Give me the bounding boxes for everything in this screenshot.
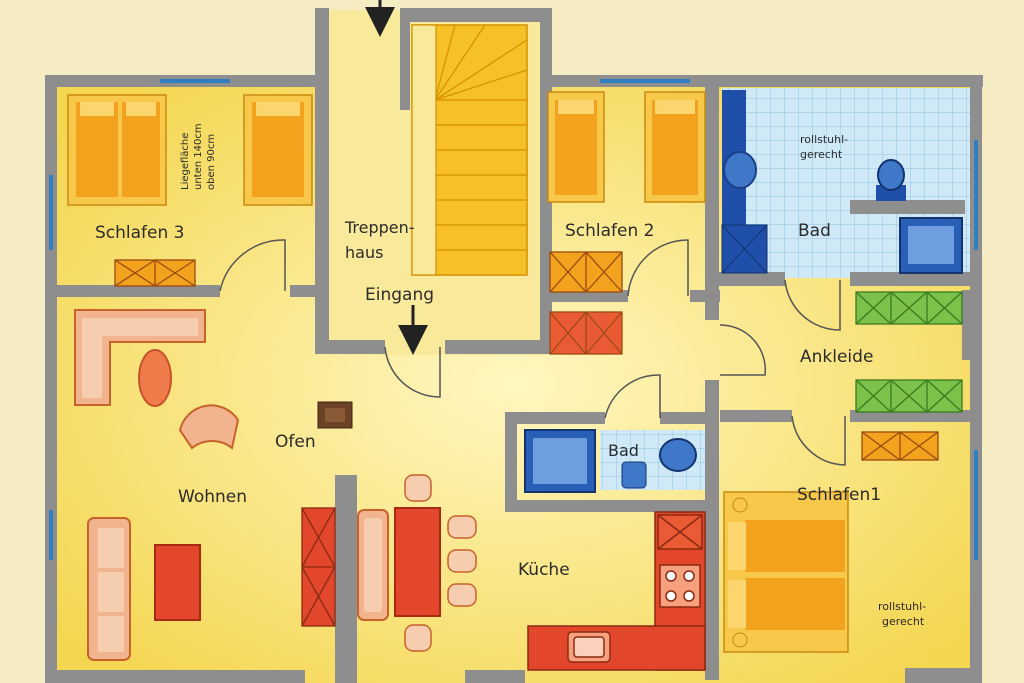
small-toilet-icon (621, 461, 647, 489)
living-table (154, 544, 201, 621)
bunk-note: Liegefläche unten 140cm oben 90cm (180, 123, 217, 190)
bath-accessible-note-1: rollstuhl- (800, 133, 848, 146)
windows (49, 79, 978, 560)
chair (447, 583, 477, 607)
room-label-wohnen: Wohnen (178, 487, 247, 507)
room-label-bad-main: Bad (798, 221, 831, 241)
room-label-kueche: Küche (518, 560, 570, 580)
beds (67, 91, 849, 653)
armchair (178, 404, 240, 450)
kitchen-counter (527, 511, 706, 671)
bed-schlafen3-bunk (67, 94, 167, 206)
coffee-table (138, 349, 172, 407)
bed-schlafen2-right (644, 91, 706, 203)
bed-schlafen3-single (243, 94, 313, 206)
bunk-note-line3: oben 90cm (206, 134, 217, 190)
room-label-ofen: Ofen (275, 432, 316, 452)
main-bathroom-fixtures (721, 90, 963, 274)
room-label-bad-small: Bad (608, 441, 639, 460)
wardrobe-ankleide-top (855, 291, 963, 325)
chair (447, 515, 477, 539)
bed-schlafen1-double (723, 491, 849, 653)
bed-schlafen2-left (547, 91, 605, 203)
bunk-note-line1: Liegefläche (180, 133, 191, 190)
cabinet-hall (549, 311, 623, 355)
toilet-icon (876, 159, 906, 201)
wardrobe-ankleide-bottom (855, 379, 963, 413)
small-washbasin-icon (659, 438, 697, 472)
wardrobe-schlafen3 (114, 259, 196, 287)
wardrobes (114, 251, 963, 461)
room-label-schlafen3: Schlafen 3 (95, 223, 185, 243)
bedroom-accessible-note-2: gerecht (882, 615, 925, 628)
dining-set (357, 474, 477, 652)
bath-accessible-note-2: gerecht (800, 148, 843, 161)
bedroom-accessible-note-1: rollstuhl- (878, 600, 926, 613)
room-label-ankleide: Ankleide (800, 347, 873, 367)
chair (404, 474, 432, 502)
dining-table (394, 507, 441, 617)
sofa-wohnen (87, 517, 131, 661)
room-label-schlafen1: Schlafen1 (797, 485, 881, 505)
door-swings (219, 239, 846, 466)
room-label-treppenhaus-2: haus (345, 243, 383, 262)
washbasin-icon (723, 151, 757, 189)
chair (404, 624, 432, 652)
entrance-arrows (365, 0, 428, 355)
small-bathroom-fixtures (524, 429, 697, 493)
wardrobe-schlafen1 (861, 431, 939, 461)
room-label-eingang: Eingang (365, 285, 434, 305)
bunk-note-line2: unten 140cm (193, 123, 204, 190)
chair (447, 549, 477, 573)
stove-icon (659, 564, 701, 608)
room-label-schlafen2: Schlafen 2 (565, 221, 655, 241)
walls (45, 8, 983, 683)
sideboard (301, 507, 336, 627)
staircase (411, 24, 528, 276)
room-label-treppenhaus-1: Treppen- (344, 218, 415, 237)
wardrobe-schlafen2 (549, 251, 623, 293)
living-furniture (74, 309, 353, 661)
